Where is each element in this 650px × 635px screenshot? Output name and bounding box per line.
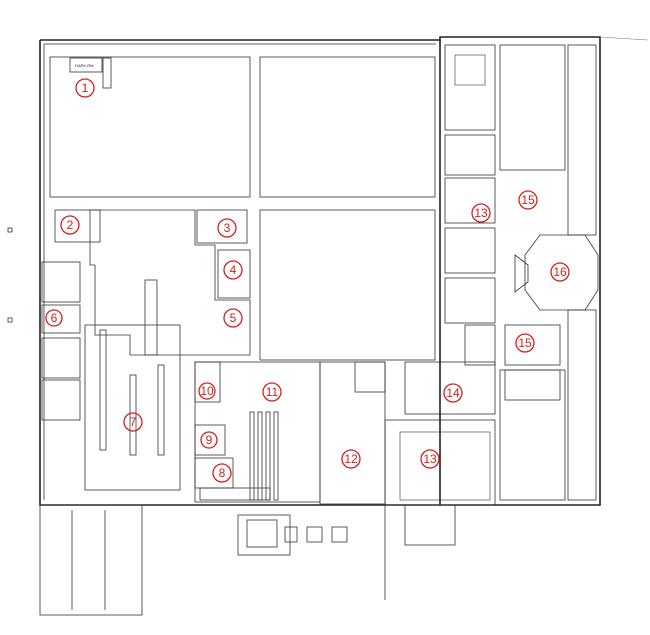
warehouse-bays xyxy=(49,56,436,361)
svg-text:5: 5 xyxy=(230,311,237,325)
room-label-dark-room: DARK RM xyxy=(75,63,93,68)
marker-13-classroom: 13 xyxy=(420,449,440,469)
svg-text:7: 7 xyxy=(130,415,137,429)
svg-text:13: 13 xyxy=(474,206,488,220)
marker-12: 12 xyxy=(341,449,361,469)
marker-4: 4 xyxy=(223,260,243,280)
marker-2: 2 xyxy=(60,215,80,235)
exterior-structures xyxy=(7,227,456,616)
svg-text:11: 11 xyxy=(266,385,279,399)
svg-text:14: 14 xyxy=(446,386,460,400)
storage-racks xyxy=(99,279,165,456)
svg-text:15: 15 xyxy=(518,336,532,350)
exterior-walls xyxy=(39,36,649,506)
room-markers: 1 2 3 4 5 6 7 8 9 10 11 12 13 13 14 15 1… xyxy=(45,78,570,483)
svg-text:15: 15 xyxy=(521,193,535,207)
svg-text:3: 3 xyxy=(224,221,231,235)
svg-text:6: 6 xyxy=(51,311,58,325)
svg-text:2: 2 xyxy=(67,218,74,232)
marker-1: 1 xyxy=(75,78,95,98)
svg-text:16: 16 xyxy=(553,265,567,279)
svg-text:13: 13 xyxy=(423,452,437,466)
marker-3: 3 xyxy=(217,218,237,238)
svg-text:4: 4 xyxy=(230,263,237,277)
marker-8: 8 xyxy=(212,463,232,483)
marker-14: 14 xyxy=(443,383,463,403)
marker-9: 9 xyxy=(200,431,218,449)
marker-13-office: 13 xyxy=(471,203,491,223)
marker-6: 6 xyxy=(45,309,63,327)
marker-7: 7 xyxy=(123,412,143,432)
svg-text:9: 9 xyxy=(206,433,213,447)
shelving xyxy=(249,411,279,501)
svg-text:10: 10 xyxy=(200,384,214,398)
rooms xyxy=(41,57,496,506)
svg-text:1: 1 xyxy=(82,81,89,95)
svg-text:8: 8 xyxy=(219,466,226,480)
office-wing xyxy=(399,40,599,505)
marker-11: 11 xyxy=(262,382,282,402)
marker-5: 5 xyxy=(223,308,243,328)
marker-16: 16 xyxy=(550,262,570,282)
marker-10: 10 xyxy=(198,382,216,400)
svg-text:12: 12 xyxy=(344,452,358,466)
marker-15-north: 15 xyxy=(518,190,538,210)
marker-15-south: 15 xyxy=(515,333,535,353)
